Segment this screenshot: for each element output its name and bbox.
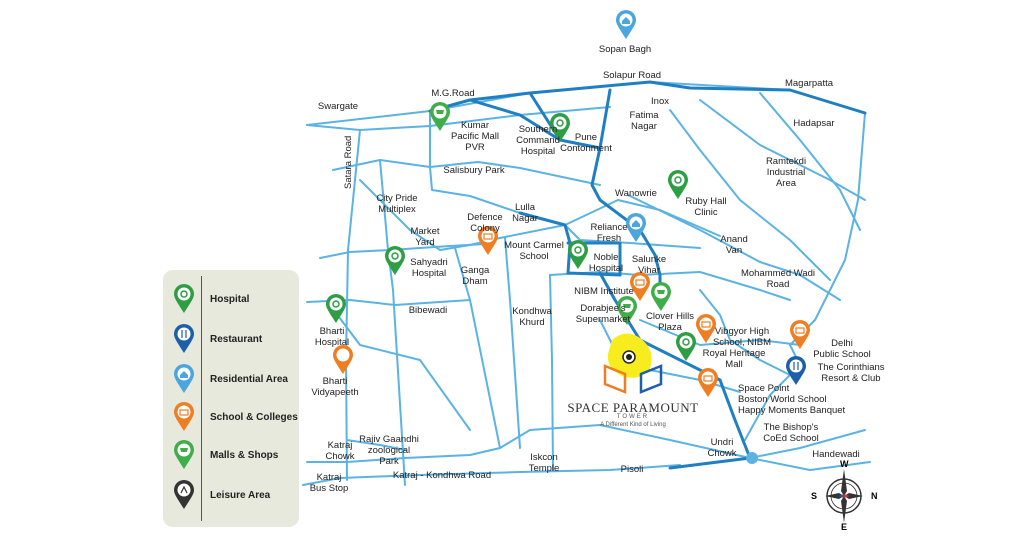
label-magarpatta: Magarpatta (784, 78, 834, 89)
label-space-point: Space Point Boston World School Happy Mo… (738, 383, 846, 416)
brand-logo-icon (603, 364, 663, 394)
label-delhi-public: Delhi Public School (813, 338, 871, 360)
label-salisbury-park: Salisbury Park (443, 165, 505, 176)
hospital-pin (568, 240, 588, 269)
label-iskcon: Iskcon Temple (528, 452, 560, 474)
legend-label: Restaurant (210, 334, 263, 345)
label-rajiv-gaandhi: Rajiv Gaandhi zoological Park (359, 434, 419, 467)
label-market-yard: Market Yard (410, 226, 440, 248)
map-legend: Hospital Restaurant Residential Area Sch… (163, 270, 299, 527)
brand-tagline: A Different Kind of Living (600, 422, 666, 428)
label-ruby-hall: Ruby Hall Clinic (685, 196, 727, 218)
label-katraj-bus: Katraj Bus Stop (309, 472, 349, 494)
label-mohammed-wadi: Mohammed Wadi Road (740, 268, 816, 290)
label-anand-van: Anand Van (720, 234, 748, 256)
home-icon (174, 364, 194, 393)
label-pisoli: Pisoli (620, 464, 644, 475)
residential-area-pin (626, 213, 646, 242)
mall-pin (651, 282, 671, 311)
label-swargate: Swargate (317, 101, 359, 112)
label-kondhwa-khurd: Kondhwa Khurd (512, 306, 552, 328)
legend-label: Malls & Shops (210, 450, 279, 461)
compass-icon (825, 469, 863, 523)
label-kumar-pacific: Kumar Pacific Mall PVR (450, 120, 500, 153)
legend-item-leisure: Leisure Area (173, 480, 299, 512)
label-lulla-nagar: Lulla Nagar (512, 202, 538, 224)
compass-s: S (811, 491, 818, 501)
leisure-pin (333, 345, 353, 374)
compass-e: E (841, 522, 848, 532)
leisure-icon (174, 480, 194, 509)
hospital-pin (385, 246, 405, 275)
label-hadapsar: Hadapsar (793, 118, 835, 129)
label-southern-command: Southern Command Hospital (516, 124, 560, 157)
school-pin (790, 320, 810, 349)
label-mount-carmel: Mount Carmel School (504, 240, 564, 262)
label-bibewadi: Bibewadi (408, 305, 448, 316)
label-sahyadri: Sahyadri Hospital (410, 257, 448, 279)
legend-label: Hospital (210, 294, 250, 305)
label-noble-hospital: Noble Hospital (588, 252, 624, 274)
compass-w: W (840, 459, 849, 469)
restaurant-icon (174, 324, 194, 353)
brand-name: SPACE PARAMOUNT (567, 400, 699, 415)
school-pin (696, 314, 716, 343)
label-inox: Inox (651, 96, 669, 107)
book-icon (174, 402, 194, 431)
compass-n: N (871, 491, 878, 501)
label-royal-heritage: Royal Heritage Mall (702, 348, 766, 370)
label-ramtekdi: Ramtekdi Industrial Area (765, 156, 807, 189)
compass: W S N E (809, 459, 879, 532)
residential-area-pin (616, 10, 636, 39)
label-city-pride: City Pride Multiplex (376, 193, 418, 215)
label-defence-colony: Defence Colony (467, 212, 503, 234)
hospital-pin (550, 113, 570, 142)
label-mg-road: M.G.Road (431, 88, 475, 99)
label-ganga-dham: Ganga Dham (460, 265, 490, 287)
legend-item-hospital: Hospital (173, 284, 299, 316)
legend-label: Leisure Area (210, 490, 271, 501)
label-undri-chowk: Undri Chowk (707, 437, 737, 459)
mall-pin (617, 296, 637, 325)
label-sopan-bagh: Sopan Bagh (598, 44, 652, 55)
school-pin (630, 272, 650, 301)
label-corinthians: The Corinthians Resort & Club (817, 362, 885, 384)
label-pune-contonment: Pune Contonment (560, 132, 612, 154)
legend-item-restaurant: Restaurant (173, 324, 299, 356)
label-katraj-chowk: Katraj Chowk (325, 440, 355, 462)
hospital-pin (676, 332, 696, 361)
legend-label: Residential Area (210, 374, 288, 385)
label-solapur-road: Solapur Road (602, 70, 662, 81)
project-brand: SPACE PARAMOUNT TOWER A Different Kind o… (563, 362, 703, 432)
hospital-pin (668, 170, 688, 199)
legend-divider (201, 276, 202, 521)
label-bishops: The Bishop's CoEd School (763, 422, 819, 444)
label-salunke-vihar: Salunke Vihar (631, 254, 667, 276)
label-handewadi: Handewadi (812, 449, 860, 460)
label-vibgyor: Vibgyor High School, NIBM (712, 326, 772, 348)
hospital-icon (174, 284, 194, 313)
mall-pin (430, 102, 450, 131)
label-fatima-nagar: Fatima Nagar (629, 110, 659, 132)
undri-junction-marker (746, 452, 758, 464)
legend-item-school: School & Colleges (173, 402, 299, 434)
label-bharti-hospital: Bharti Hospital (314, 326, 350, 348)
school-pin (478, 226, 498, 255)
hospital-pin (326, 294, 346, 323)
label-clover-hills: Clover Hills Plaza (645, 311, 695, 333)
school-pin (698, 368, 718, 397)
label-bharti-vidyapeeth: Bharti Vidyapeeth (311, 376, 359, 398)
legend-label: School & Colleges (210, 412, 298, 423)
cart-icon (174, 440, 194, 469)
label-nibm-institute: NIBM Institute (574, 286, 634, 297)
restaurant-pin (786, 356, 806, 385)
label-dorabjees: Dorabjee's Supermarket (575, 303, 631, 325)
label-wanowrie: Wanowrie (615, 188, 657, 199)
legend-item-malls: Malls & Shops (173, 440, 299, 472)
label-reliance-fresh: Reliance Fresh (590, 222, 628, 244)
label-satara-road: Satara Road (343, 135, 354, 189)
brand-sub: TOWER (616, 414, 650, 420)
label-katraj-kondhwa: Katraj - Kondhwa Road (392, 470, 492, 481)
legend-item-residential: Residential Area (173, 364, 299, 396)
